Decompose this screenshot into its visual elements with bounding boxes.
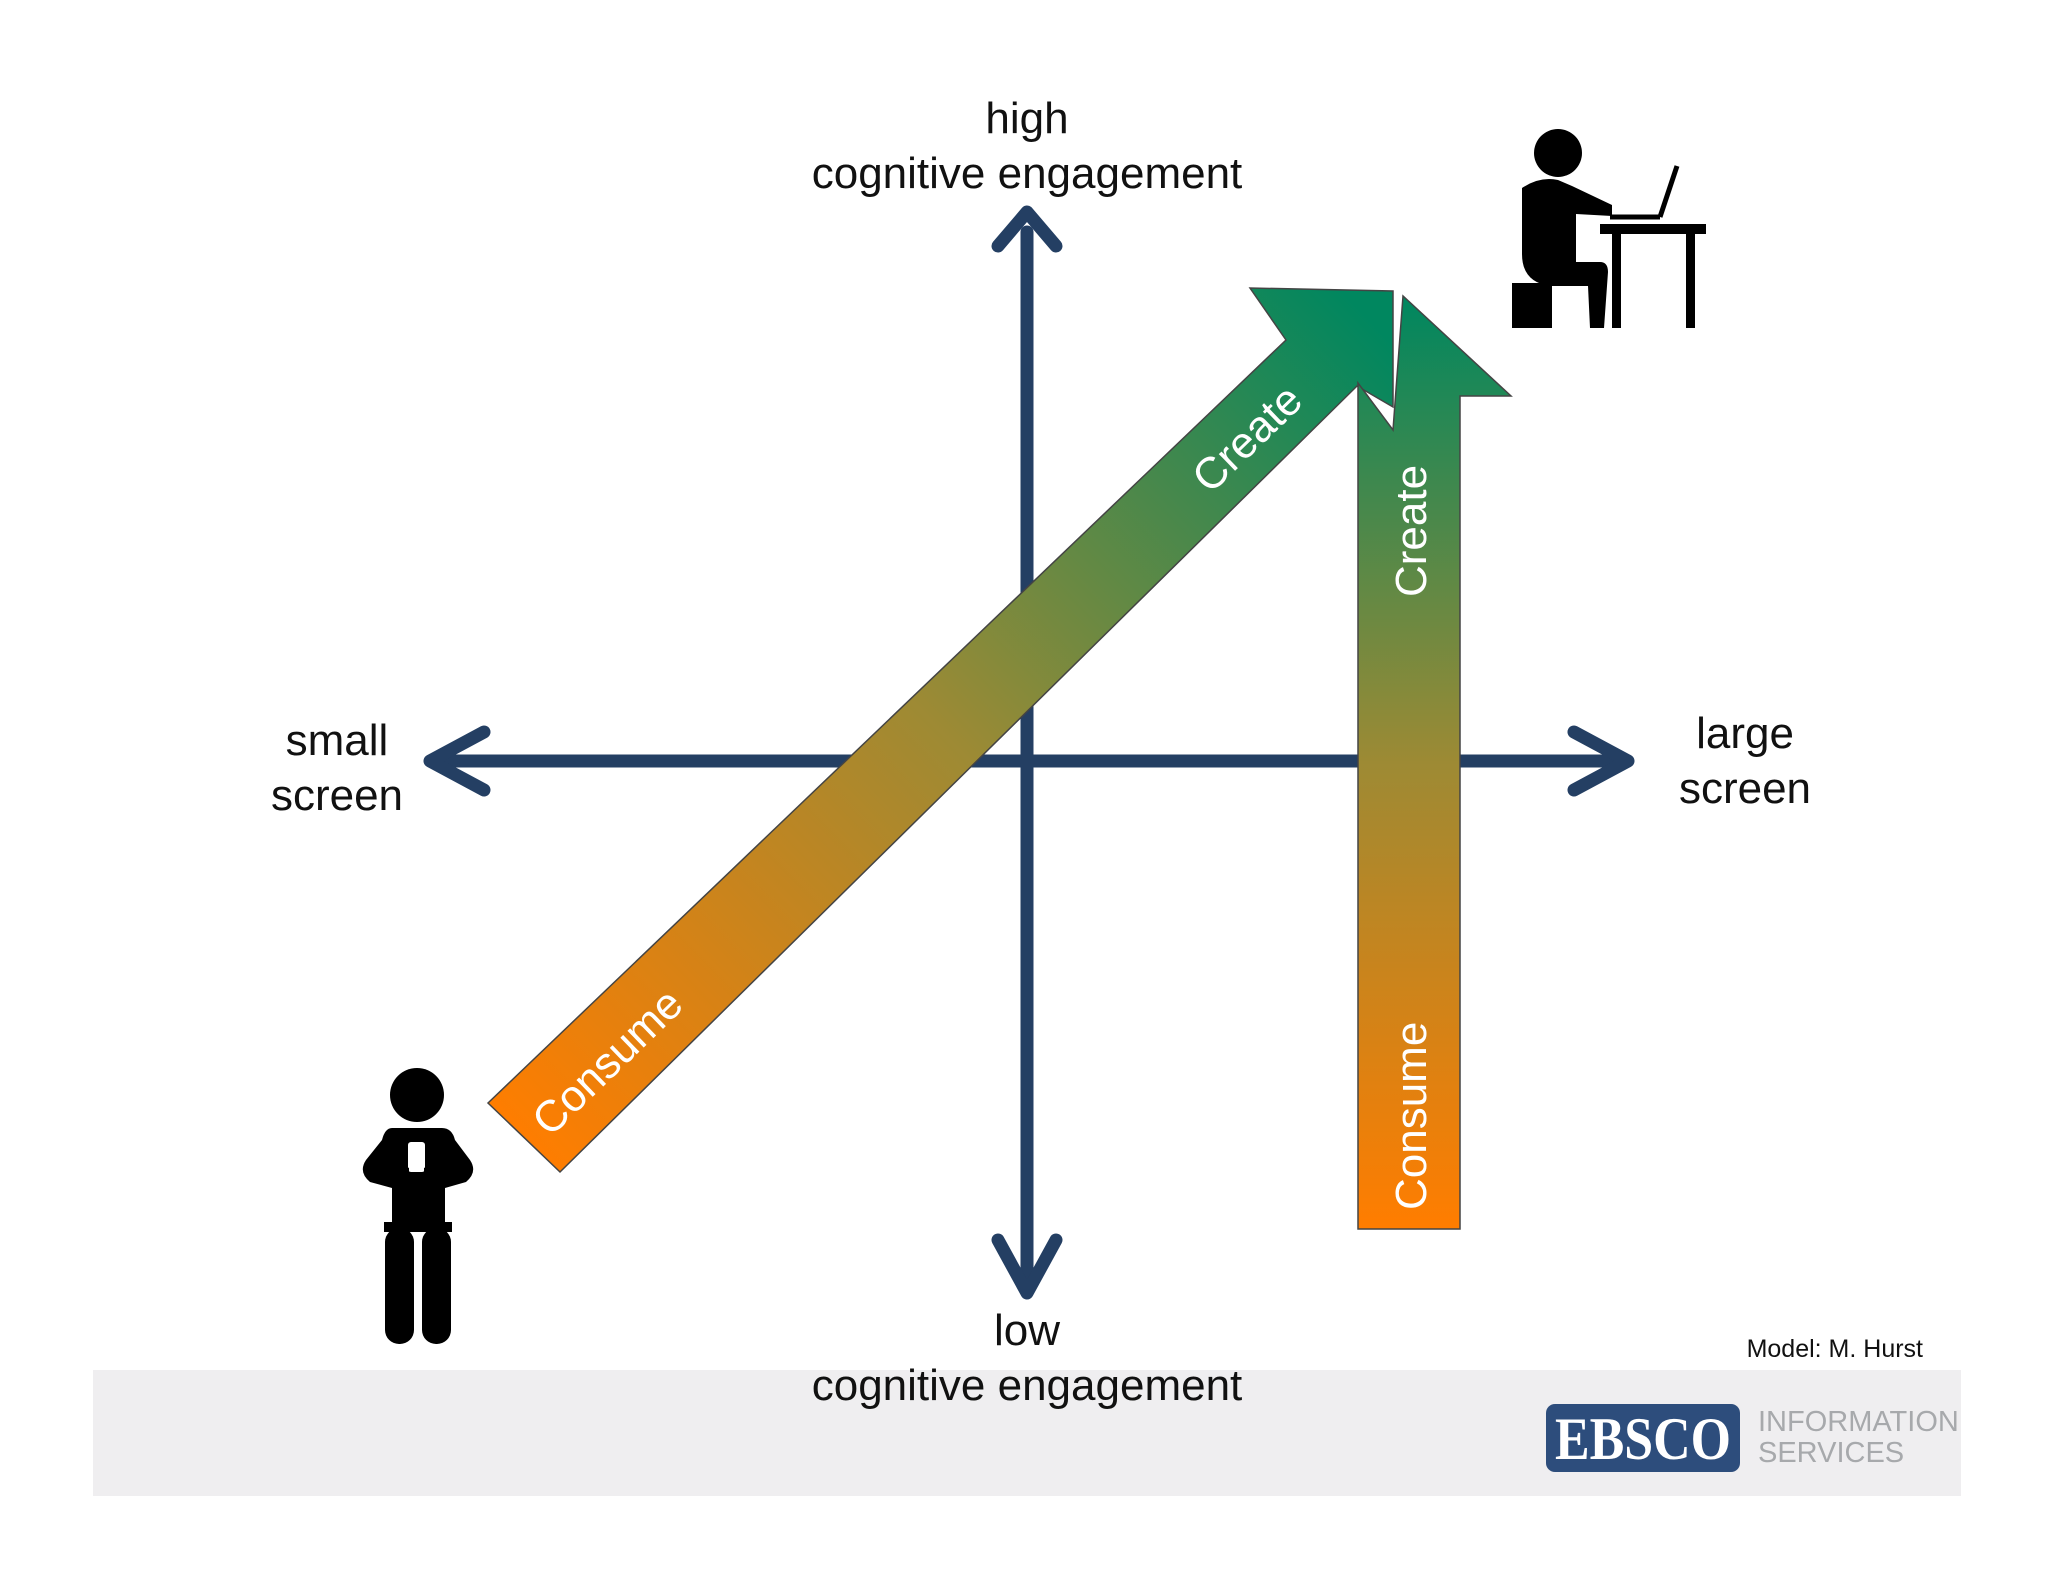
axis-arrowhead-up — [991, 205, 1063, 253]
right-axis-label-line2: screen — [1679, 764, 1811, 813]
right-axis-label-line1: large — [1696, 709, 1794, 758]
left-axis-label-line2: screen — [271, 771, 403, 820]
axis-arrowhead-down — [991, 1233, 1063, 1300]
person-at-laptop-desk-icon — [1512, 129, 1706, 328]
axis-arrowhead-left — [423, 725, 491, 797]
top-axis-label-line2: cognitive engagement — [812, 149, 1243, 198]
bottom-axis-label-line1: low — [994, 1306, 1060, 1355]
bottom-axis-label-line2: cognitive engagement — [812, 1361, 1243, 1410]
model-credit: Model: M. Hurst — [1747, 1335, 1923, 1363]
vertical-progress-arrow — [1357, 294, 1513, 1230]
person-with-phone-icon — [362, 1068, 474, 1344]
logo-line1: INFORMATION — [1758, 1406, 1959, 1438]
vertical-arrow-start-label: Consume — [1387, 1022, 1436, 1210]
ebsco-logo: EBSCO INFORMATION SERVICES — [1546, 1404, 1959, 1472]
left-axis-label-line1: small — [286, 716, 389, 765]
logo-wordmark: EBSCO — [1555, 1406, 1731, 1472]
logo-line2: SERVICES — [1758, 1437, 1904, 1469]
vertical-arrow-end-label: Create — [1387, 465, 1436, 597]
top-axis-label-line1: high — [985, 94, 1068, 143]
diagonal-progress-arrow — [486, 287, 1394, 1174]
axis-arrowhead-right — [1567, 725, 1635, 797]
